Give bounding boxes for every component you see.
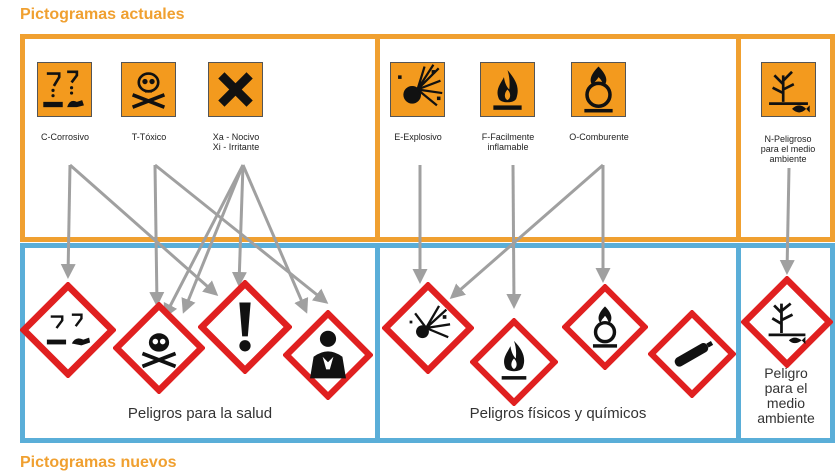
ghs-health-hazard-icon	[283, 310, 373, 400]
ghs-exclamation-icon	[198, 280, 292, 374]
dead-tree-fish-icon	[761, 62, 816, 117]
skull-crossbones-icon	[121, 62, 176, 117]
flame-over-circle-icon	[571, 62, 626, 117]
label-env-1: N-Peligroso	[764, 134, 812, 144]
label-comburente: O-Comburente	[569, 132, 629, 142]
ghs-gas-cylinder-icon	[648, 310, 736, 398]
ghs-oxidizer-icon	[562, 284, 648, 370]
label-facilmente: F-Facilmente	[481, 132, 535, 142]
ghs-environment-icon	[741, 276, 833, 368]
label-env-3: ambiente	[769, 154, 807, 164]
caption-env-4: ambiente	[757, 410, 815, 426]
flame-icon	[480, 62, 535, 117]
x-cross-icon	[208, 62, 263, 117]
label-inflamable: inflamable	[487, 142, 529, 152]
caption-env-1: Peligro	[764, 365, 808, 381]
corrosion-icon	[37, 62, 92, 117]
arrow-toxico-skull	[149, 164, 165, 307]
frame-new-environment	[736, 243, 835, 443]
arrow-env-env	[779, 167, 795, 275]
arrow-nocivo-exclamation	[163, 164, 245, 319]
title-new-pictograms: Pictogramas nuevos	[20, 454, 177, 471]
arrow-nocivo-health	[241, 164, 309, 314]
ghs-skull-icon	[113, 302, 205, 394]
caption-env-2: para el	[764, 380, 808, 396]
arrow-nocivo-health-2	[231, 164, 247, 287]
label-explosivo: E-Explosivo	[394, 132, 442, 142]
ghs-explosion-icon	[382, 282, 474, 374]
arrow-corrosivo-exclamation	[69, 163, 219, 296]
label-env-2: para el medio	[760, 144, 816, 154]
label-nocivo: Xa - Nocivo	[212, 132, 260, 142]
arrow-comburente-explosion	[449, 163, 604, 299]
label-irritante: Xi - Irritante	[212, 142, 260, 152]
caption-physical-hazards: Peligros físicos y químicos	[469, 405, 647, 422]
caption-env-3: medio	[766, 395, 806, 411]
arrow-inflamable-flame	[506, 164, 522, 309]
frame-current-environment	[736, 34, 835, 242]
arrow-nocivo-skull	[181, 164, 245, 314]
arrow-corrosivo-corrosion	[60, 164, 76, 279]
ghs-corrosion-icon	[20, 282, 116, 378]
label-corrosivo: C-Corrosivo	[40, 132, 89, 142]
ghs-flame-icon	[470, 318, 558, 406]
title-current-pictograms: Pictogramas actuales	[20, 6, 185, 23]
label-toxico: T-Tóxico	[131, 132, 167, 142]
caption-health-hazards: Peligros para la salud	[127, 405, 273, 422]
explosion-icon	[390, 62, 445, 117]
